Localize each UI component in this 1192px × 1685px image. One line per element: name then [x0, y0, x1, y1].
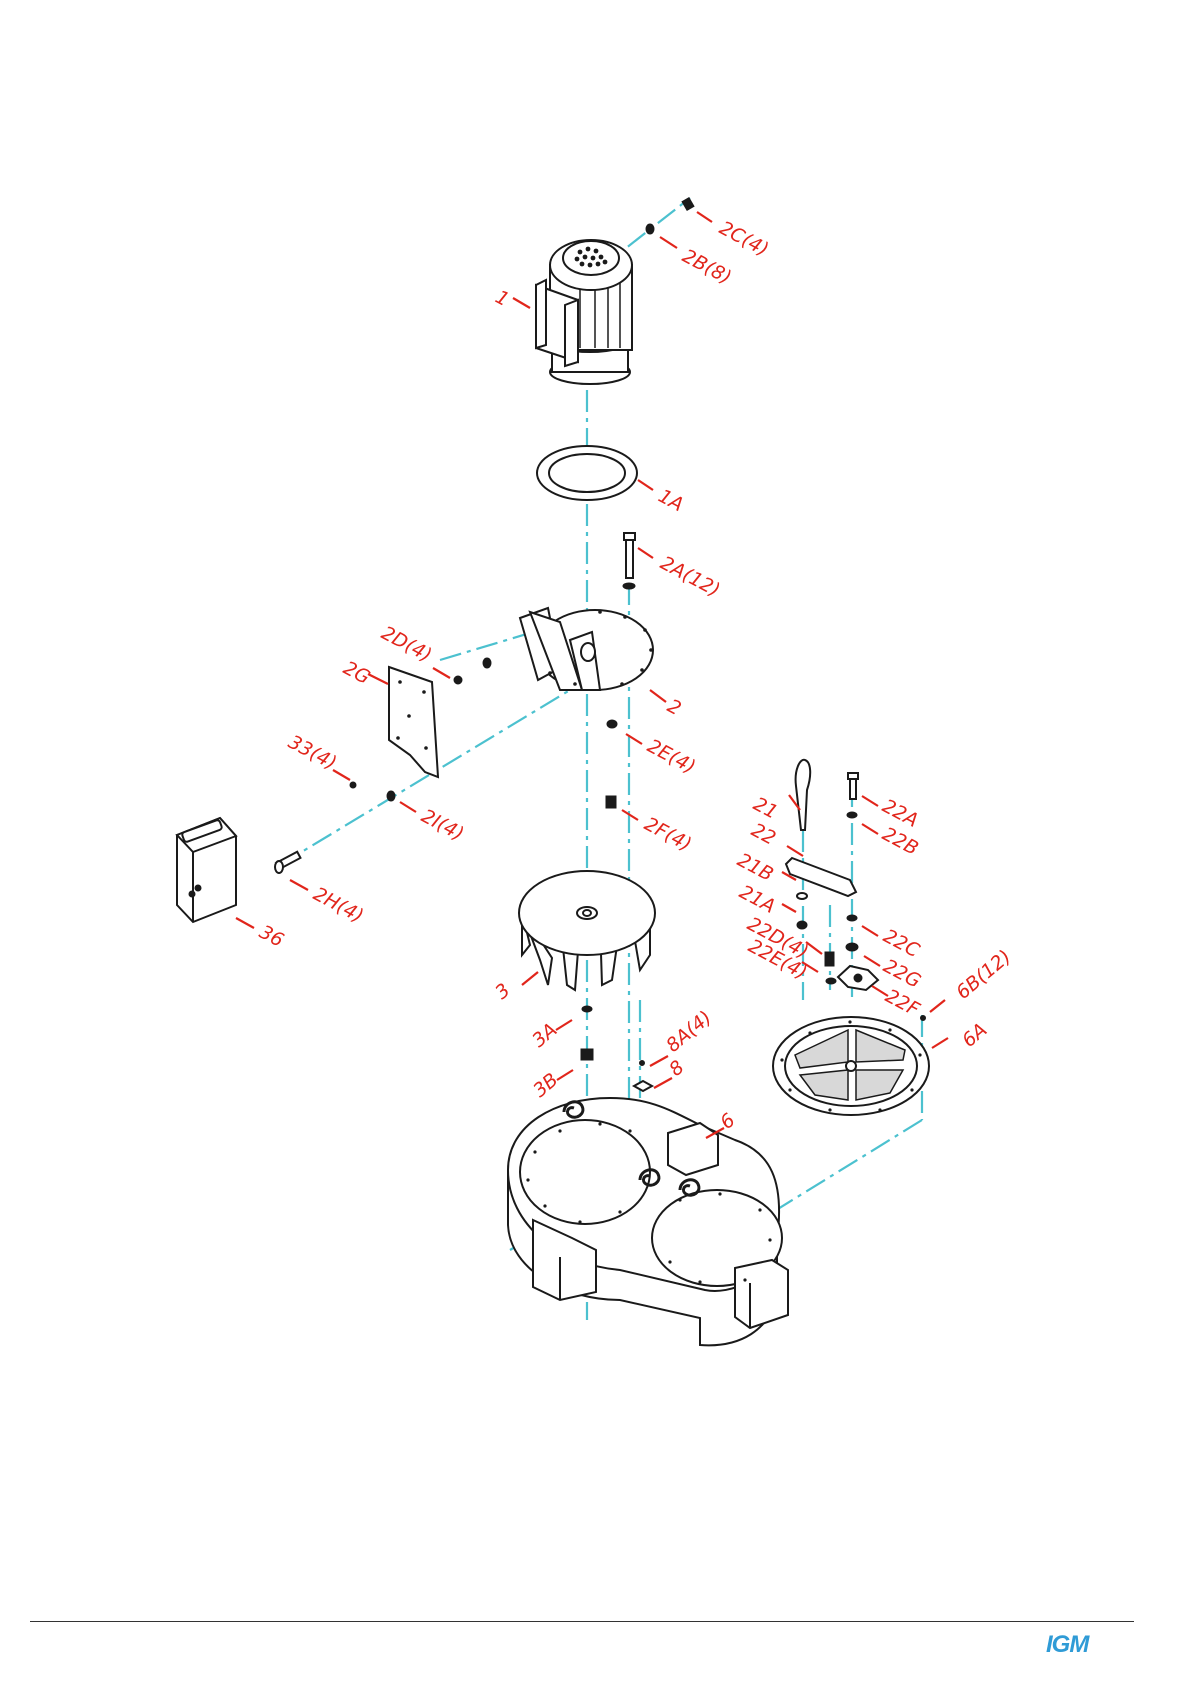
label-1A: 1A	[655, 485, 687, 516]
screw-2C	[682, 198, 694, 211]
bolt-2A	[623, 533, 635, 589]
screw-8A	[640, 1061, 645, 1066]
washer-2E	[607, 720, 617, 728]
label-22A: 22A	[879, 795, 922, 832]
label-22F: 22F	[882, 985, 924, 1021]
label-21B: 21B	[734, 849, 777, 886]
cover-plate-2G	[389, 667, 438, 777]
label-3B: 3B	[529, 1069, 562, 1102]
washer-2B	[646, 224, 654, 234]
bolt-2H	[275, 852, 300, 873]
label-2G: 2G	[340, 657, 374, 689]
label-6B12: 6B(12)	[952, 946, 1015, 1004]
motor-part-1	[536, 240, 632, 384]
washer-2I	[387, 791, 395, 801]
label-2E4: 2E(4)	[644, 735, 699, 778]
link-22	[786, 858, 856, 896]
label-33-4: 33(4)	[285, 731, 340, 774]
label-6A: 6A	[958, 1019, 991, 1052]
label-2F4: 2F(4)	[641, 813, 695, 856]
label-2A12: 2A(12)	[657, 552, 724, 602]
label-2: 2	[664, 695, 685, 720]
washer-3A	[582, 1006, 592, 1012]
label-22: 22	[748, 819, 780, 850]
screw-6B	[921, 1016, 926, 1021]
logo-text: IGM	[1046, 1631, 1088, 1658]
label-1: 1	[492, 286, 513, 311]
screws-2D	[454, 658, 491, 684]
bolt-3B	[581, 1049, 593, 1060]
label-2D4: 2D(4)	[378, 622, 436, 667]
rotor-disc-6A	[773, 1017, 929, 1115]
handle-21	[796, 760, 811, 830]
housing-6	[508, 1098, 788, 1345]
label-8: 8	[665, 1056, 688, 1081]
label-22C: 22C	[880, 925, 924, 962]
flange-plate-2	[520, 608, 653, 690]
label-21: 21	[750, 793, 782, 824]
label-22G: 22G	[880, 955, 925, 993]
label-36: 36	[256, 921, 288, 952]
gasket-1A	[537, 446, 637, 500]
bracket-8	[634, 1081, 652, 1091]
footer-rule	[30, 1621, 1134, 1622]
label-22B: 22B	[879, 823, 922, 860]
nut-33	[350, 782, 356, 788]
label-3: 3	[491, 979, 514, 1004]
label-8A4: 8A(4)	[662, 1007, 716, 1057]
label-2I4: 2I(4)	[418, 805, 468, 845]
screw-2F	[606, 796, 616, 808]
switch-box-36	[177, 818, 236, 922]
label-21A: 21A	[736, 881, 779, 918]
label-2B8: 2B(8)	[679, 245, 735, 289]
label-3A: 3A	[528, 1019, 561, 1052]
label-2H4: 2H(4)	[310, 883, 367, 927]
igm-logo: IGM	[1046, 1631, 1126, 1661]
label-2C4: 2C(4)	[716, 217, 772, 261]
